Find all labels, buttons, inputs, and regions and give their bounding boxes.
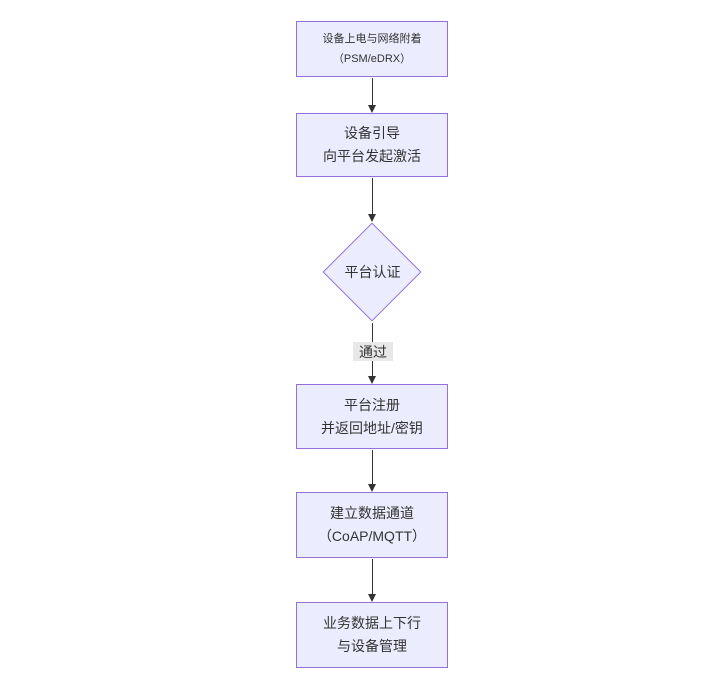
node-platform-register-line1: 平台注册	[344, 396, 400, 413]
node-business-data: 业务数据上下行 与设备管理	[296, 602, 448, 668]
node-platform-register-line2: 并返回地址/密钥	[321, 419, 423, 436]
node-data-channel: 建立数据通道 （CoAP/MQTT）	[296, 492, 448, 558]
node-power-attach-line1: 设备上电与网络附着	[322, 33, 422, 45]
node-bootstrap-line1: 设备引导	[344, 125, 400, 141]
arrowhead-icon	[368, 484, 376, 492]
node-business-data-line2: 与设备管理	[337, 638, 407, 654]
node-power-attach-line2: （PSM/eDRX）	[332, 53, 412, 65]
arrowhead-icon	[368, 376, 376, 384]
arrowhead-icon	[368, 594, 376, 602]
edge-bootstrap-to-auth	[372, 178, 373, 215]
node-bootstrap: 设备引导 向平台发起激活	[296, 113, 448, 177]
node-platform-register: 平台注册 并返回地址/密钥	[296, 384, 448, 449]
arrowhead-icon	[368, 105, 376, 113]
edge-label-pass: 通过	[353, 342, 393, 361]
node-data-channel-line1: 建立数据通道	[330, 505, 414, 521]
edge-channel-to-business	[372, 559, 373, 595]
edge-power-to-bootstrap	[372, 78, 373, 106]
edge-register-to-channel	[372, 450, 373, 485]
node-bootstrap-line2: 向平台发起激活	[323, 148, 421, 164]
node-data-channel-line2: （CoAP/MQTT）	[317, 528, 427, 544]
node-power-attach: 设备上电与网络附着 （PSM/eDRX）	[296, 21, 448, 77]
arrowhead-icon	[368, 214, 376, 222]
decision-platform-auth-label: 平台认证	[344, 264, 401, 280]
node-business-data-line1: 业务数据上下行	[323, 615, 421, 631]
